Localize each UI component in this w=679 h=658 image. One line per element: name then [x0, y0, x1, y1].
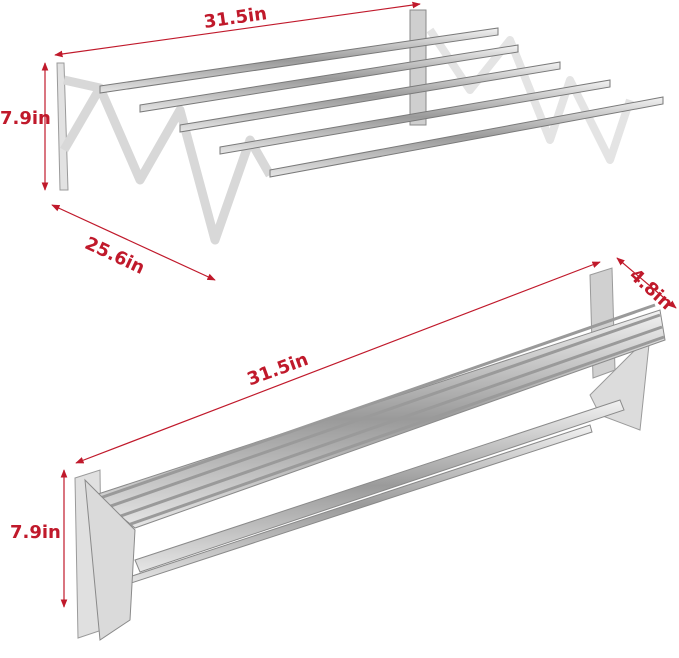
folded-rack: [60, 257, 677, 641]
extended-rack: [41, 1, 664, 281]
bottom-height-label: 7.9in: [10, 522, 61, 543]
top-height-label: 7.9in: [0, 108, 51, 129]
